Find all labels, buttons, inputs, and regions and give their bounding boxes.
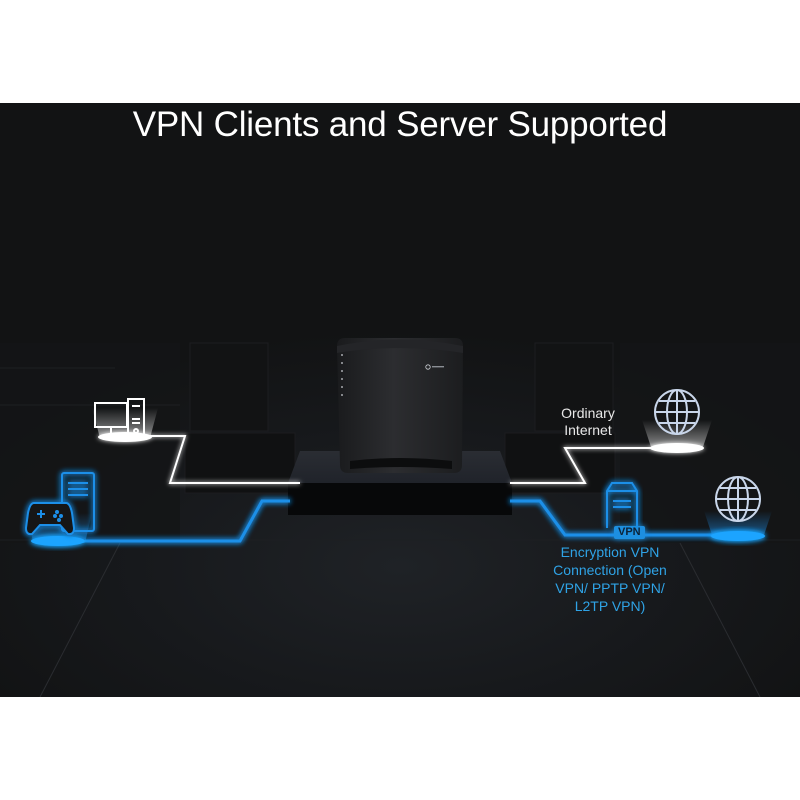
ordinary-internet-label-line2: Internet [564,422,612,438]
feature-banner: VPN Clients and Server Supported VPN Ord… [0,103,800,697]
router-device [337,338,463,473]
vpn-label-line: VPN/ PPTP VPN/ [555,580,665,596]
globe-icon [715,476,761,522]
page-title: VPN Clients and Server Supported [132,105,668,144]
desktop-node [92,398,158,442]
game-console-icon [24,472,95,536]
internet-ordinary-node [642,389,712,453]
tp-link-logo-icon [425,364,431,370]
network-scene [0,338,800,697]
gaming-node [24,472,95,546]
vpn-connection-label: Encryption VPN Connection (Open VPN/ PPT… [540,543,680,615]
vpn-label-line: L2TP VPN) [574,598,646,614]
ordinary-connection-line [150,435,300,484]
desktop-computer-icon [94,398,145,440]
ordinary-internet-label-line1: Ordinary [561,405,615,421]
vpn-server-node [606,482,638,528]
vpn-badge: VPN [614,526,645,539]
ordinary-internet-label: Ordinary Internet [548,405,628,439]
server-icon [606,482,638,528]
vpn-connection-line-left [85,499,290,543]
ordinary-internet-line [510,447,665,484]
vpn-label-line: Encryption VPN [560,544,660,560]
internet-vpn-node [704,476,772,541]
vpn-label-line: Connection (Open [553,562,667,578]
background-blocks [0,342,800,697]
globe-icon [654,389,700,435]
